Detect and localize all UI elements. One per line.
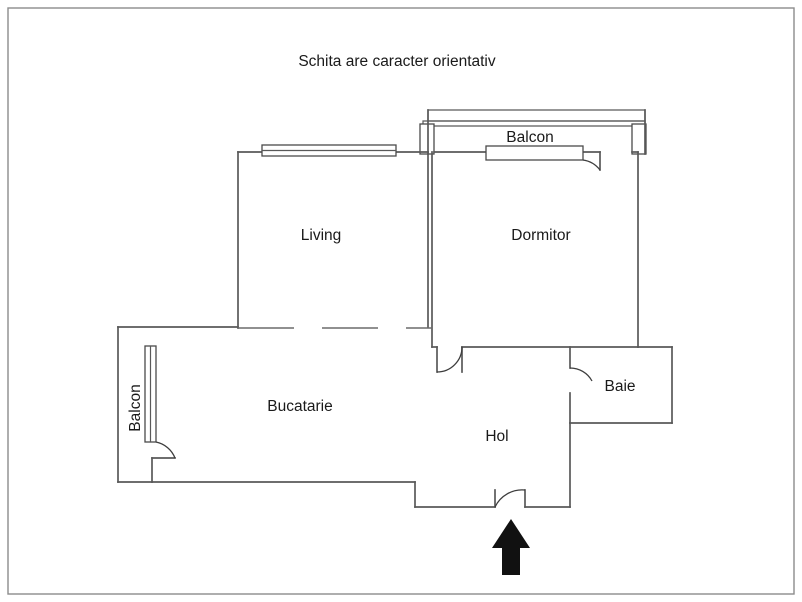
balcony-top-structure: Balcon [419,109,647,155]
door-arc-dormitor-balcony [582,159,601,171]
room-label-bucatarie: Bucatarie [267,398,332,415]
windows-group [144,144,584,443]
room-label-living: Living [301,227,342,244]
balcony-left-jamb [419,123,435,155]
page-border [7,7,795,595]
room-label-hol: Hol [485,428,508,445]
door-arcs-group [155,159,601,508]
balcony-top-rail [422,120,646,127]
entrance-arrow-shape [492,519,530,575]
page-title: Schita are caracter orientativ [298,53,496,70]
door-arc-baie [569,367,593,382]
balcony-right-jamb [631,123,647,155]
door-arc-dormitor-hol [436,346,463,373]
entrance-direction-arrow [492,519,530,575]
balcony-top-outer-band [427,109,646,122]
room-label-balcon-left: Balcon [127,384,144,431]
room-label-dormitor: Dormitor [511,227,570,244]
dormitor-balcony-door-panel [485,145,584,161]
door-arc-entry [494,489,526,508]
room-label-baie: Baie [604,378,635,395]
door-arc-balcony-left [155,441,176,459]
main-wall-outline [117,151,673,508]
room-label-balcon-top: Balcon [506,129,553,146]
